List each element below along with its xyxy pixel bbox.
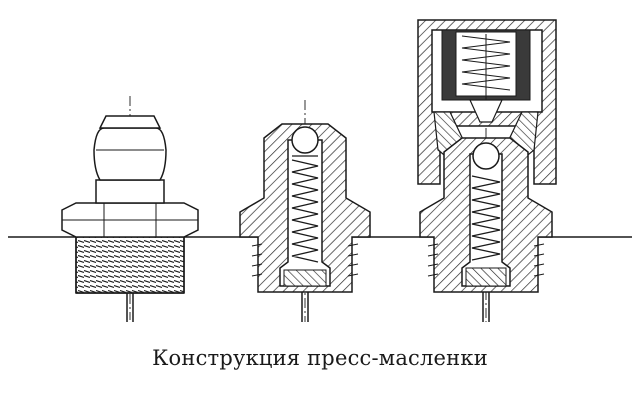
figure-caption: Конструкция пресс-масленки	[152, 346, 488, 370]
fitting-section-with-nozzle-view	[417, 19, 557, 322]
fitting-section-view	[239, 100, 371, 322]
fitting-exterior-view	[61, 96, 199, 322]
